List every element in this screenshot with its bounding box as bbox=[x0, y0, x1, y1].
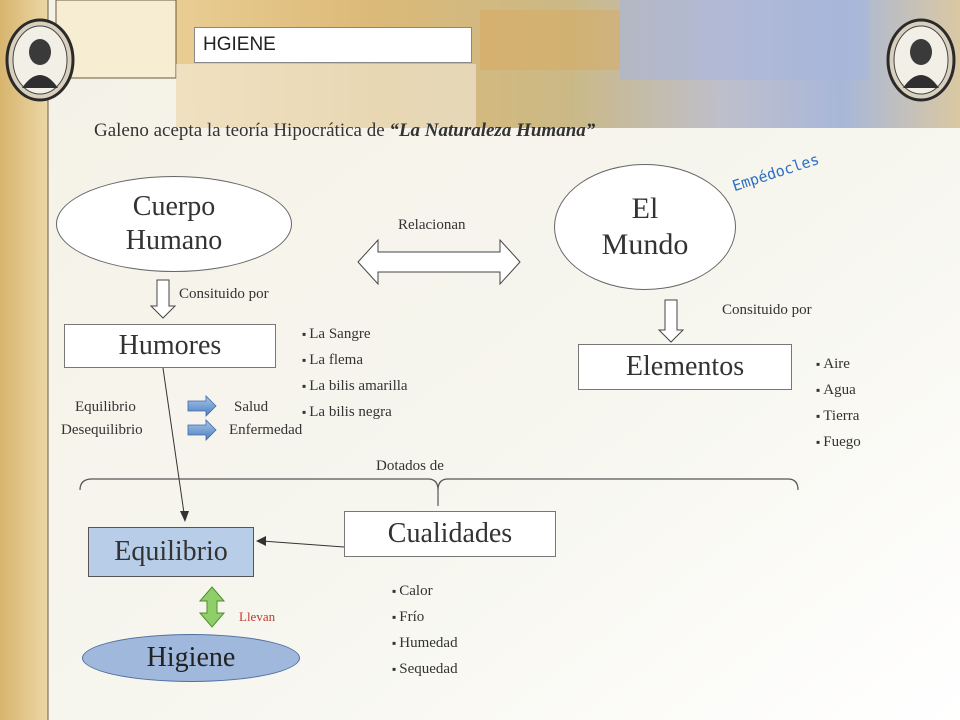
subtitle: Galeno acepta la teoría Hipocrática de “… bbox=[94, 120, 595, 142]
portrait-right-image bbox=[886, 18, 956, 102]
mundo-down-arrow bbox=[657, 299, 685, 343]
desequilibrio-label: Desequilibrio bbox=[61, 422, 143, 438]
elementos-node: Elementos bbox=[578, 344, 792, 390]
relacionan-label: Relacionan bbox=[398, 217, 466, 233]
elementos-list: Aire Agua Tierra Fuego bbox=[816, 351, 861, 455]
list-item: La bilis amarilla bbox=[302, 373, 407, 399]
list-item: Frío bbox=[392, 604, 458, 630]
dotados-label: Dotados de bbox=[376, 458, 444, 474]
cualidades-list: Calor Frío Humedad Sequedad bbox=[392, 578, 458, 682]
subtitle-emphasis: “La Naturaleza Humana” bbox=[389, 120, 596, 141]
llevan-label: Llevan bbox=[239, 609, 276, 624]
list-item: Tierra bbox=[816, 403, 861, 429]
cualidades-to-equilibrio-line bbox=[261, 540, 345, 548]
enfermedad-label: Enfermedad bbox=[229, 422, 303, 438]
cuerpo-line2: Humano bbox=[125, 225, 223, 256]
salud-arrow bbox=[187, 395, 217, 417]
cualidades-node: Cualidades bbox=[344, 511, 556, 557]
humores-to-equilibrio-line bbox=[162, 367, 186, 521]
slide-title: HGIENE bbox=[194, 27, 472, 63]
constituido-right-label: Consituido por bbox=[722, 302, 812, 318]
list-item: Sequedad bbox=[392, 656, 457, 682]
list-item: Calor bbox=[392, 578, 458, 604]
equilibrio-node: Equilibrio bbox=[88, 527, 254, 577]
list-item: Aire bbox=[816, 351, 861, 377]
llevan-double-arrow bbox=[198, 586, 226, 628]
higiene-node: Higiene bbox=[82, 634, 300, 682]
cuerpo-down-arrow bbox=[149, 279, 177, 319]
relacionan-double-arrow bbox=[357, 238, 521, 286]
enfermedad-arrow bbox=[187, 419, 217, 441]
list-item: La bilis negra bbox=[302, 399, 408, 425]
portrait-left-image bbox=[5, 18, 75, 102]
list-item: La flema bbox=[302, 347, 408, 373]
constituido-left-label: Consituido por bbox=[179, 286, 269, 302]
humores-node: Humores bbox=[64, 324, 276, 368]
dotados-brace bbox=[79, 478, 799, 491]
humores-list: La Sangre La flema La bilis amarilla La … bbox=[302, 321, 408, 425]
mundo-line1: El bbox=[631, 192, 659, 225]
list-item: Fuego bbox=[816, 429, 861, 455]
subtitle-prefix: Galeno acepta la teoría Hipocrática de bbox=[94, 120, 390, 141]
mundo-line2: Mundo bbox=[601, 228, 689, 261]
list-item: Humedad bbox=[392, 630, 457, 656]
salud-label: Salud bbox=[234, 399, 269, 415]
equilibrio-small-label: Equilibrio bbox=[75, 399, 136, 415]
list-item: Agua bbox=[816, 377, 861, 403]
list-item: La Sangre bbox=[302, 321, 408, 347]
cuerpo-line1: Cuerpo bbox=[132, 191, 216, 223]
